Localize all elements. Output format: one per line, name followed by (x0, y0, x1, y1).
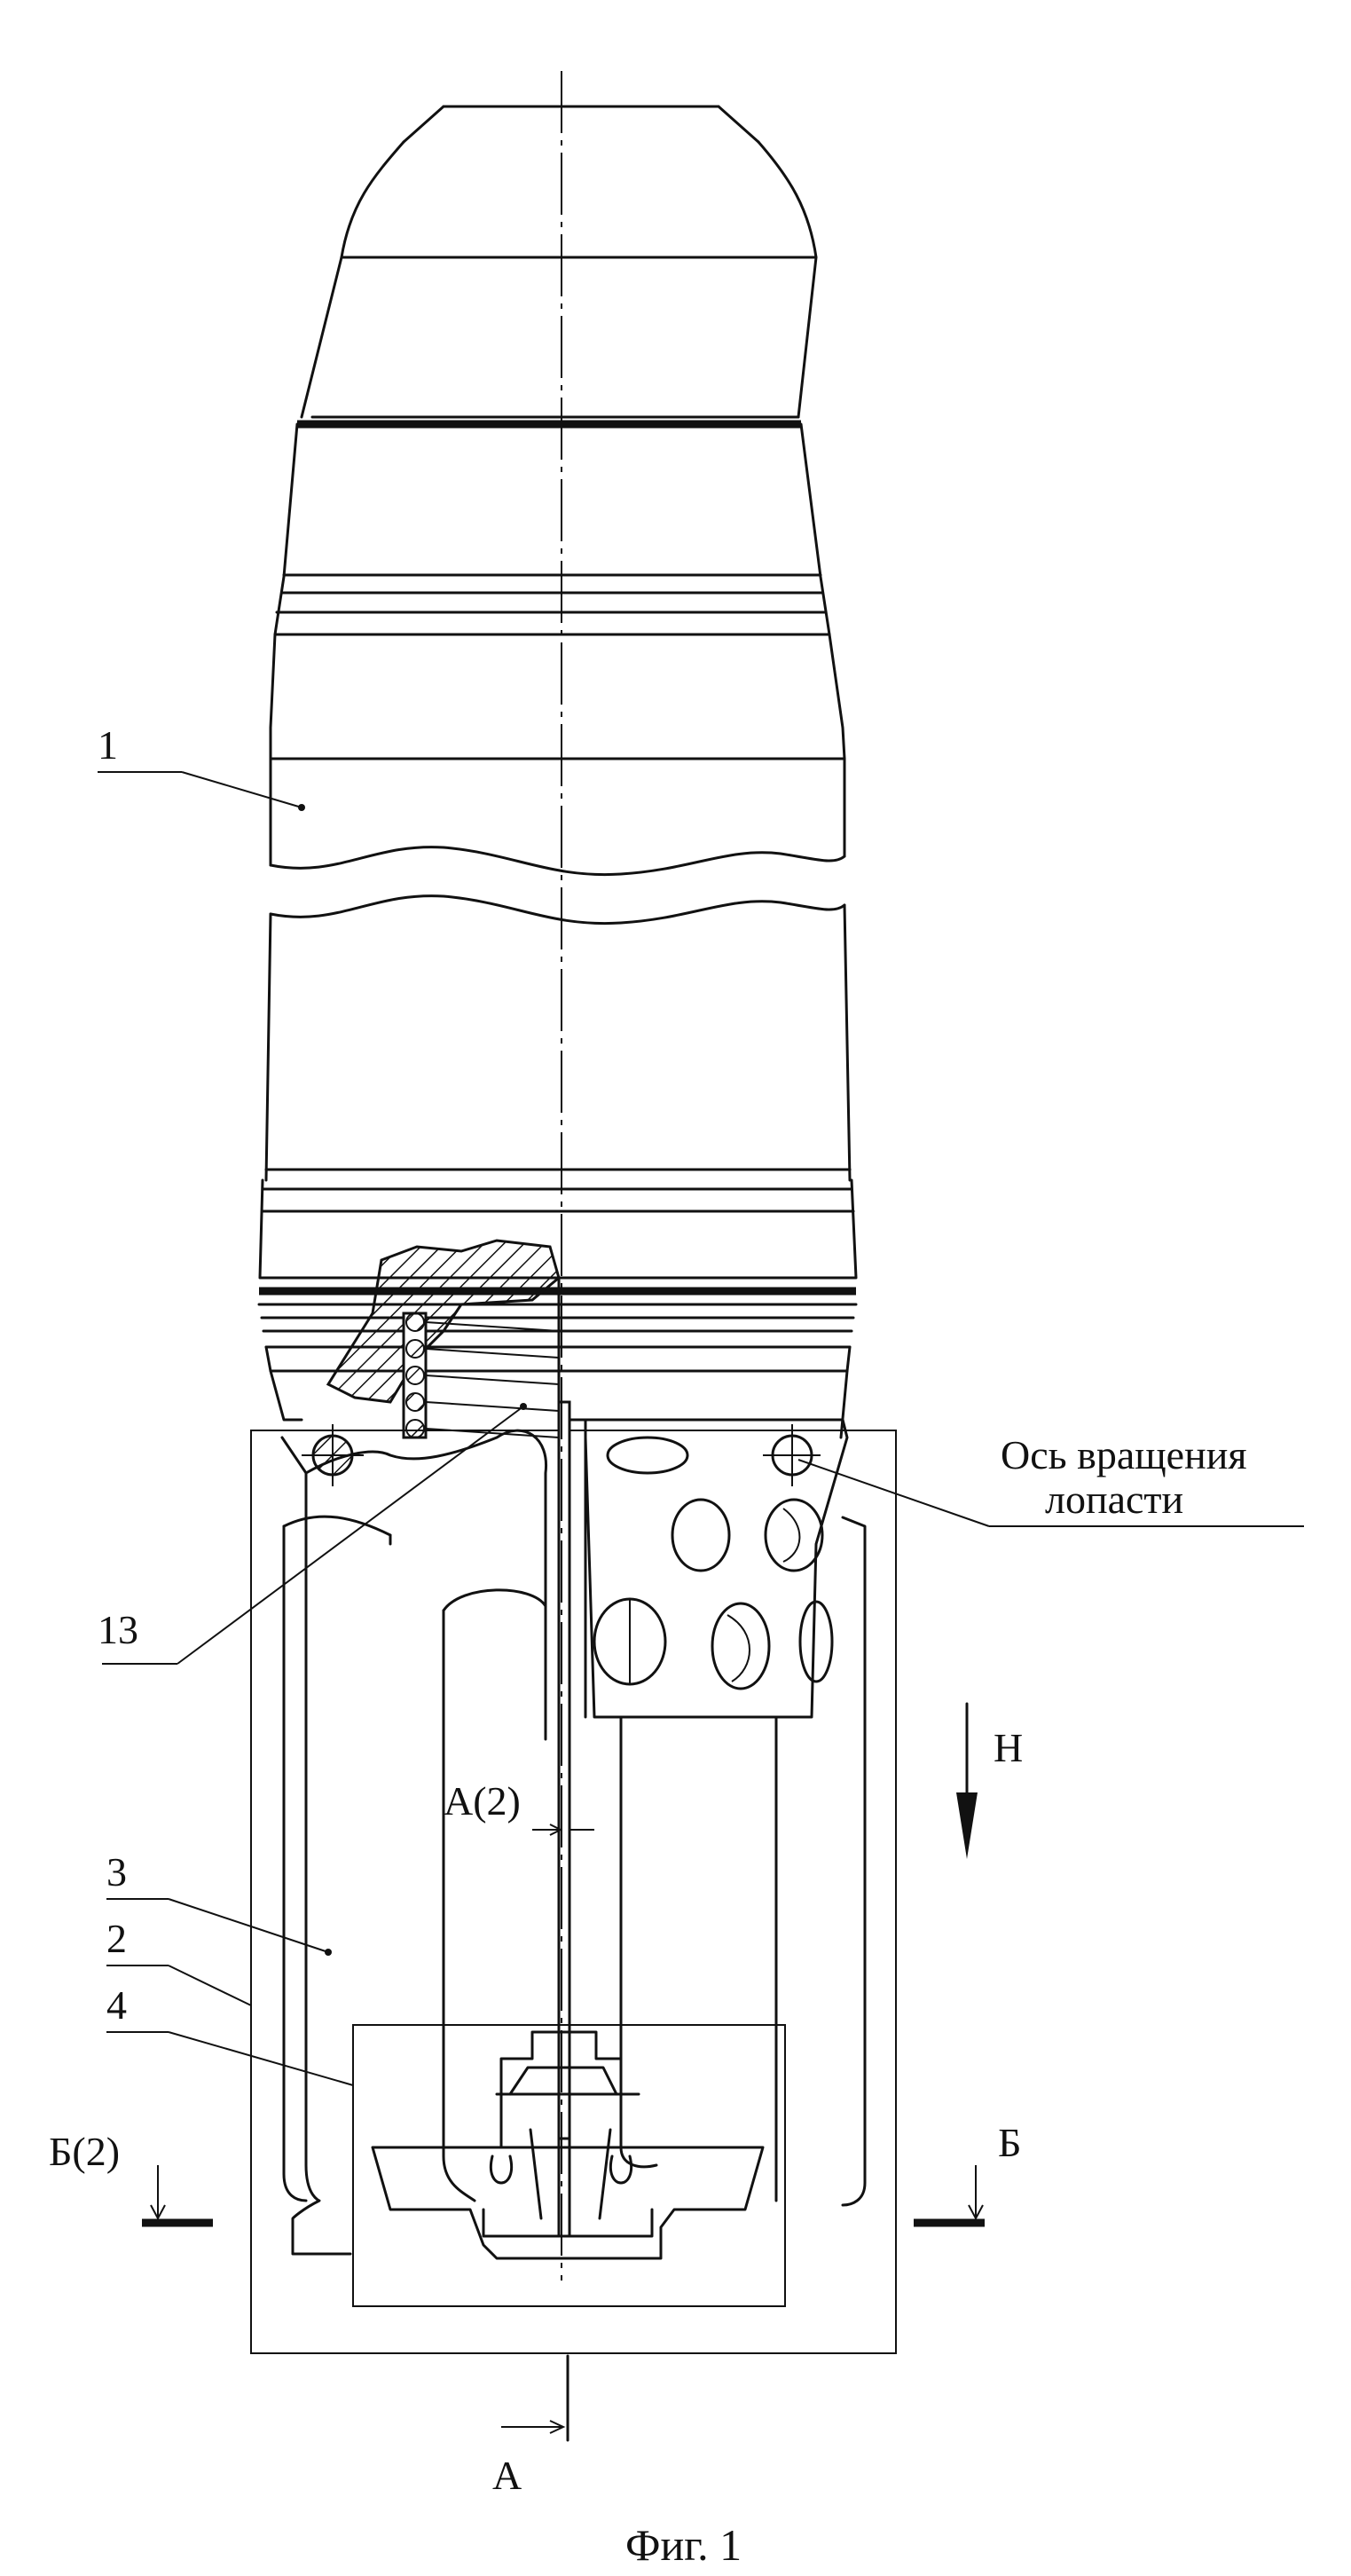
label-1: 1 (98, 722, 118, 768)
section-marker-a (501, 2356, 568, 2440)
left-blade (282, 1424, 546, 2254)
label-axis-line1: Ось вращения (1001, 1432, 1246, 1477)
figure-caption: Фиг. 1 (625, 2520, 742, 2570)
label-a: А (492, 2453, 522, 2498)
label-3: 3 (106, 1849, 127, 1895)
label-a2: А(2) (444, 1778, 521, 1824)
label-2: 2 (106, 1916, 127, 1961)
label-axis-line2: лопасти (1045, 1477, 1183, 1522)
leader-lines (98, 772, 1304, 2085)
direction-arrow-h (956, 1704, 978, 1859)
central-mechanism (373, 1402, 763, 2258)
label-b2: Б(2) (49, 2129, 120, 2174)
label-4: 4 (106, 1982, 127, 2028)
section-marker-b-right (914, 2165, 985, 2223)
label-h: Н (994, 1725, 1023, 1770)
section-marker-b-left (142, 2165, 213, 2223)
projectile-body-upper (271, 106, 844, 924)
label-b: Б (998, 2120, 1021, 2165)
label-13: 13 (98, 1607, 138, 1652)
